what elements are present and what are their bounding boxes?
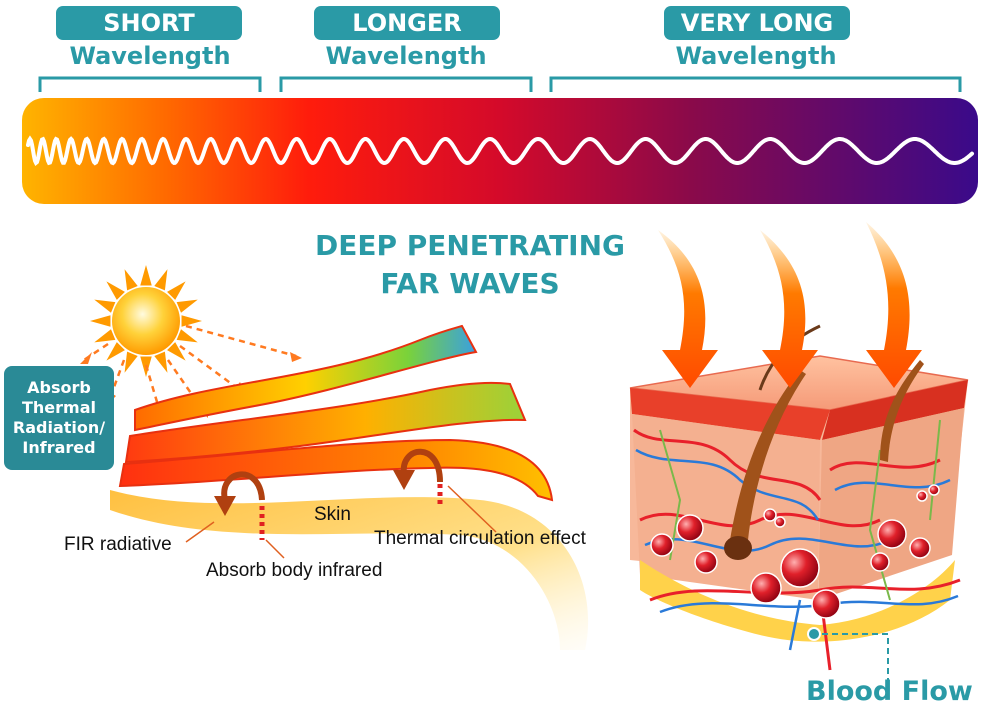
blood-cell (694, 550, 718, 574)
heat-arrow-icon (658, 222, 922, 388)
fir-radiative-label: FIR radiative (64, 534, 172, 555)
fir-arrowhead (214, 496, 236, 516)
thermal-circulation-label: Thermal circulation effect (374, 528, 586, 549)
blood-cell (916, 490, 928, 502)
wave-line (26, 135, 974, 167)
thermal-arrowhead (393, 470, 415, 490)
sun-ray (94, 299, 116, 313)
longer-badge: LONGER (314, 6, 500, 40)
sun-ray (167, 281, 186, 300)
hair-follicle-2 (880, 360, 924, 462)
blood-cell (928, 484, 940, 496)
sun-ray (124, 351, 138, 373)
sun-ray (106, 342, 125, 361)
infrared-layers (118, 324, 554, 502)
blood-flow-line (822, 633, 889, 680)
blood-cell (750, 572, 782, 604)
headline-line-2: FAR WAVES (380, 267, 560, 300)
sun-ray (181, 315, 202, 327)
sun-ray (124, 269, 138, 291)
sun-ray (154, 351, 168, 373)
short-badge: SHORT (56, 6, 242, 40)
headline-line-1: DEEP PENETRATING (314, 229, 626, 262)
longer-wavelength-label: Wavelength (325, 42, 487, 70)
short-wavelength-label: Wavelength (69, 42, 231, 70)
blood-flow-marker (807, 627, 821, 641)
hair-follicle (730, 370, 806, 540)
label-pointers (185, 485, 497, 559)
blood-cell (780, 548, 820, 588)
blood-cell (811, 589, 841, 619)
blood-cell (763, 508, 777, 522)
absorb-line-1: Absorb (27, 378, 91, 397)
blood-cell-icon (650, 484, 940, 619)
absorb-line-2: Thermal (22, 398, 96, 417)
blood-cell (650, 533, 674, 557)
blood-cell (870, 552, 890, 572)
skin-band (110, 490, 589, 650)
hair-root (724, 536, 752, 560)
absorb-body-infrared-label: Absorb body infrared (206, 560, 383, 581)
blood-cell (676, 514, 704, 542)
absorb-line-3: Radiation/ (12, 418, 106, 437)
absorb-line-4: Infrared (22, 438, 96, 457)
blood-cell (774, 516, 786, 528)
blood-cell (909, 537, 931, 559)
sun-ray (176, 329, 198, 343)
blood-cell (877, 519, 907, 549)
sun-ray (140, 265, 152, 286)
nerves (659, 419, 941, 601)
curved-arrows (221, 448, 443, 501)
very-long-wavelength-label: Wavelength (675, 42, 837, 70)
absorb-thermal-box: Absorb Thermal Radiation/ Infrared (4, 366, 114, 470)
sun-ray (176, 299, 198, 313)
wavelength-brackets (38, 76, 962, 92)
sun-ray (94, 329, 116, 343)
skin-label: Skin (314, 504, 351, 525)
sun-ray (90, 315, 111, 327)
blood-flow-label: Blood Flow (806, 676, 973, 707)
sun-icon (90, 265, 202, 377)
sun-ray (106, 281, 125, 300)
sun-ray (167, 342, 186, 361)
sun-ray (154, 269, 168, 291)
very-long-badge: VERY LONG (664, 6, 850, 40)
